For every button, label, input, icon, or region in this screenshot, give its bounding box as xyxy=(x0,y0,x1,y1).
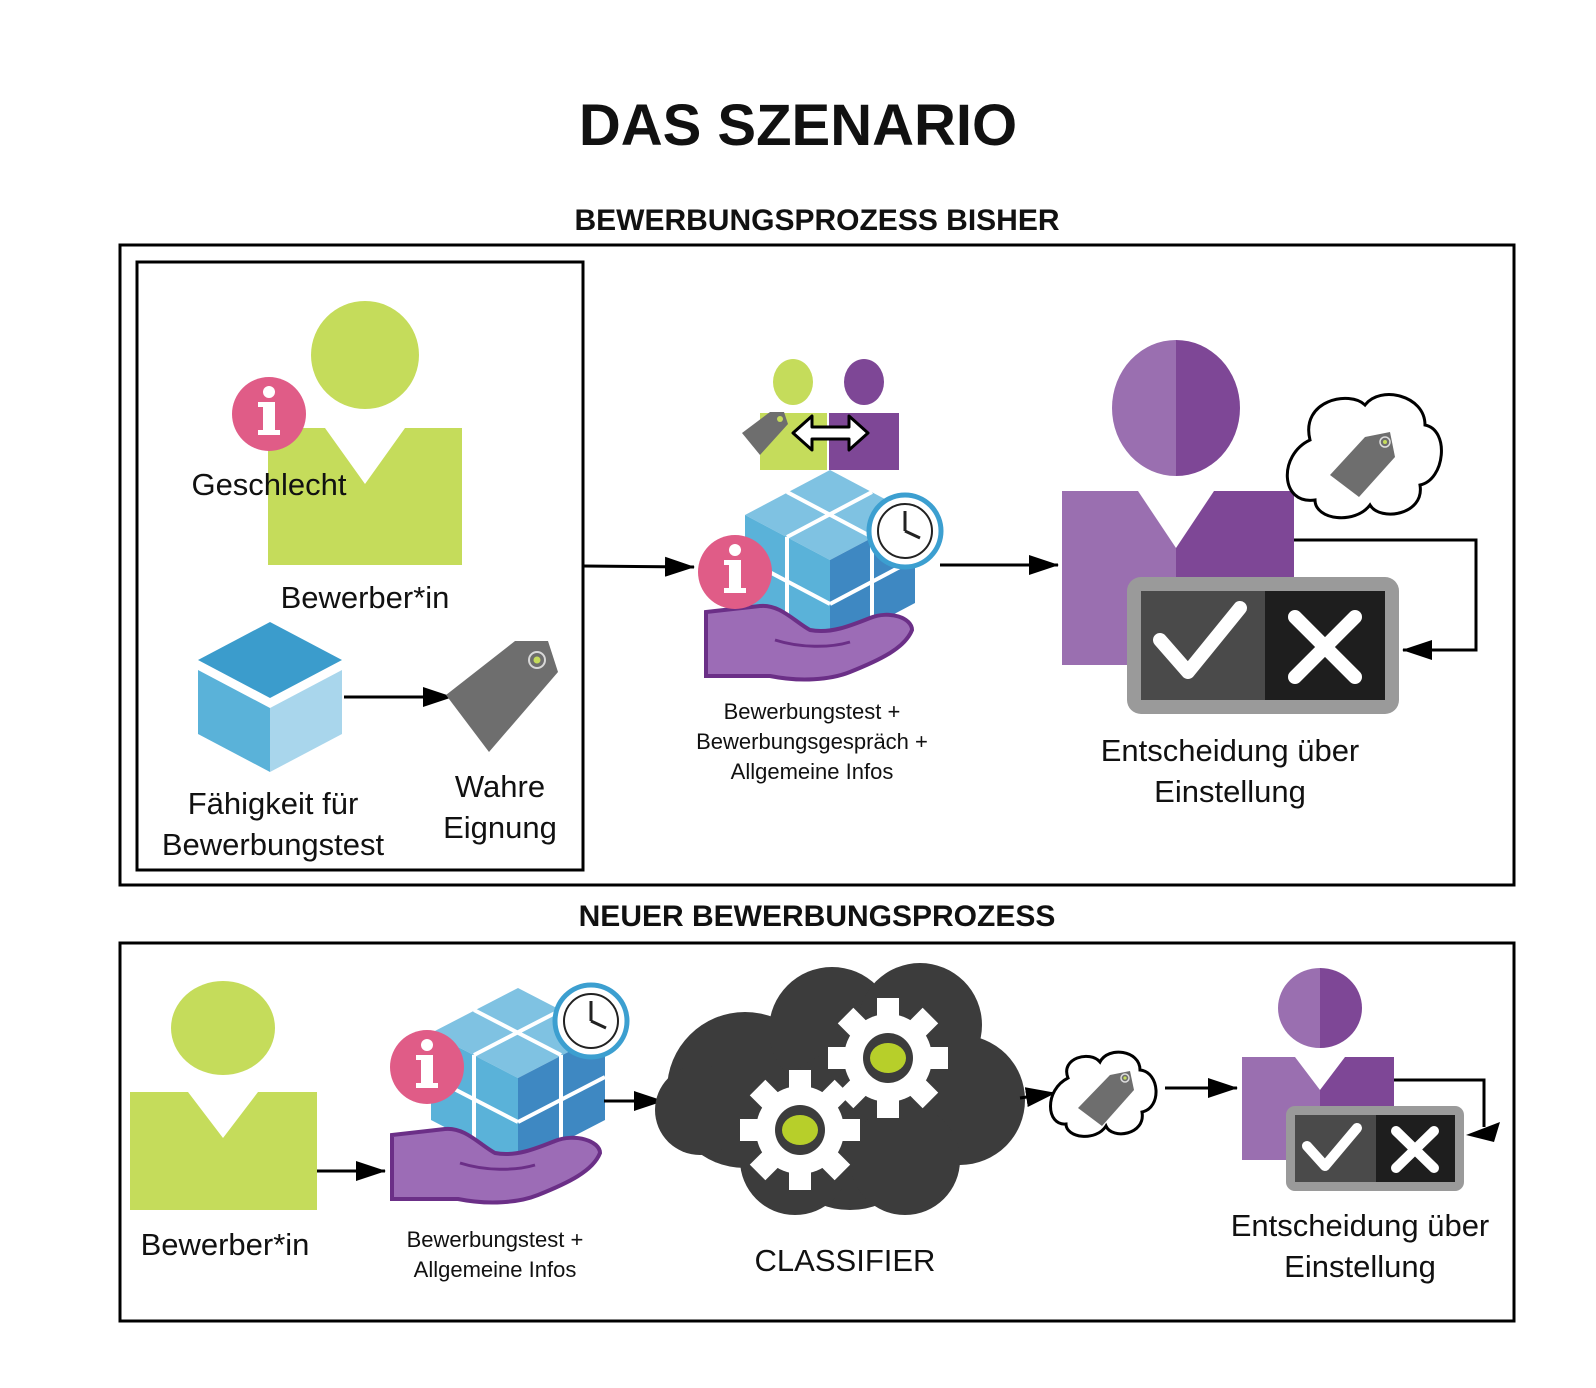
skill-label: Fähigkeit für Bewerbungstest xyxy=(161,786,385,862)
check-icon xyxy=(1302,1123,1362,1171)
flow-arrow xyxy=(582,556,695,577)
applicant-label: Bewerber*in xyxy=(140,1227,310,1262)
close-icon xyxy=(1391,1126,1439,1173)
thought-cloud-icon xyxy=(1049,1050,1158,1138)
classifier-label: CLASSIFIER xyxy=(754,1243,936,1278)
assessment-label: Bewerbungstest + Allgemeine Infos xyxy=(406,1227,584,1282)
decision-label: Entscheidung über Einstellung xyxy=(1100,733,1360,809)
info-icon xyxy=(698,535,772,609)
decision-label: Entscheidung über Einstellung xyxy=(1230,1208,1490,1284)
page-title: DAS SZENARIO xyxy=(578,93,1018,158)
gear-icon xyxy=(740,1070,860,1190)
applicant-label: Bewerber*in xyxy=(280,580,450,615)
old-process-panel xyxy=(118,243,1516,887)
yes-no-panel xyxy=(1286,1106,1464,1191)
yes-no-panel xyxy=(1127,577,1399,714)
hand-icon xyxy=(704,603,915,682)
old-process-heading: BEWERBUNGSPROZESS BISHER xyxy=(574,204,1060,237)
assessment-label: Bewerbungstest + Bewerbungsgespräch + Al… xyxy=(696,699,928,784)
applicant-person-icon xyxy=(268,301,462,565)
clock-icon xyxy=(866,492,944,570)
skill-cube-icon xyxy=(198,622,342,772)
applicant-person-icon xyxy=(130,981,317,1210)
thought-cloud-icon xyxy=(1285,393,1443,520)
close-icon xyxy=(1288,610,1362,684)
clock-icon xyxy=(552,982,630,1060)
info-icon xyxy=(232,377,306,451)
info-icon xyxy=(390,1030,464,1104)
feedback-arrow xyxy=(1394,1078,1486,1127)
hand-icon xyxy=(390,1126,603,1205)
tag-icon xyxy=(446,641,558,752)
feedback-arrow xyxy=(1294,538,1478,660)
gear-icon xyxy=(828,998,948,1118)
exchange-arrow-icon xyxy=(791,414,870,452)
true-fit-label: Wahre Eignung xyxy=(443,769,557,845)
flow-arrow xyxy=(1019,1087,1056,1108)
feedback-arrowhead xyxy=(1466,1122,1500,1142)
small-tag-icon xyxy=(742,412,788,455)
check-icon xyxy=(1153,601,1247,679)
new-process-heading: NEUER BEWERBUNGSPROZESS xyxy=(578,900,1056,933)
new-process-panel xyxy=(118,941,1516,1323)
gender-label: Geschlecht xyxy=(191,467,347,502)
